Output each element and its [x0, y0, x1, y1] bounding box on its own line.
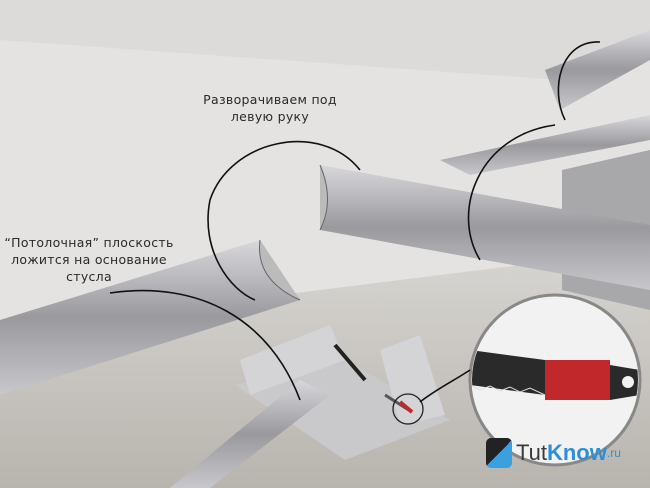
logo-text-tut: Tut: [516, 440, 547, 465]
logo-text-ru: .ru: [606, 446, 621, 460]
molding-right: [320, 165, 650, 290]
caption-line: Разворачиваем под: [203, 92, 337, 107]
cornice-top: [545, 30, 650, 110]
molding-left: [0, 240, 300, 395]
arrows: [109, 41, 601, 403]
cornice-middle: [440, 115, 650, 175]
ceiling: [0, 0, 650, 80]
saw-handle: [545, 360, 610, 400]
molding-in-box: [170, 380, 330, 488]
logo-text-know: Know: [546, 440, 607, 465]
caption-line: “Потолочная” плоскость: [4, 235, 174, 250]
caption-line: левую руку: [230, 109, 310, 124]
caption-line: стусла: [66, 269, 112, 284]
tutknow-logo: Tut Know .ru: [486, 438, 621, 468]
logo-icon: [486, 438, 512, 468]
miter-box: [235, 360, 450, 460]
caption-line: ложится на основание: [11, 252, 167, 267]
turn-left-caption: Разворачиваем под левую руку: [190, 91, 350, 125]
ceiling-plane-caption: “Потолочная” плоскость ложится на основа…: [0, 234, 178, 285]
